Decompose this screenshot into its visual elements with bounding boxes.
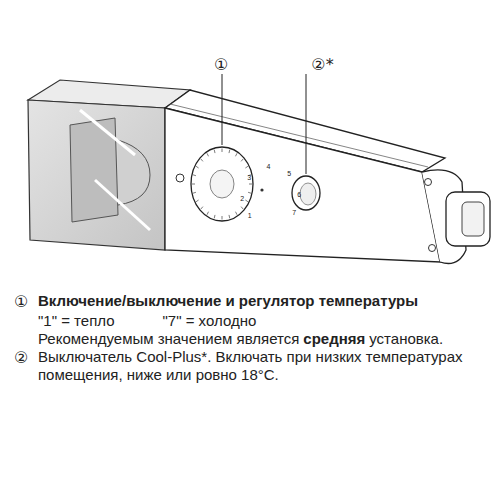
callout-number: ② (14, 348, 28, 368)
glare (80, 110, 135, 155)
cool-plus-switch (292, 176, 320, 210)
dial-number: 5 (287, 170, 291, 177)
dial-number: 3 (247, 174, 251, 181)
dial-tick (214, 215, 216, 218)
dial-tick (245, 166, 248, 168)
leader-line (222, 74, 223, 145)
dial-tick (196, 166, 199, 168)
recommendation-text: Рекомендуемым значением является (38, 330, 299, 348)
handle (446, 192, 490, 246)
switch-face (300, 183, 316, 205)
small-hole (176, 174, 184, 182)
dial-number: 2 (240, 195, 244, 202)
dial-tick (222, 149, 223, 153)
dial-tick (207, 153, 209, 156)
dial-tick (193, 192, 196, 194)
callout-number: ②* (311, 55, 333, 74)
recommendation-text: средняя (303, 330, 365, 348)
glare (95, 180, 150, 230)
setting-note: "7" = холодно (163, 312, 257, 330)
dial-tick (192, 184, 195, 185)
callout-number: ① (14, 292, 28, 312)
dial-ticks (192, 149, 252, 220)
dial-tick (201, 159, 203, 161)
dial-tick (201, 207, 203, 209)
dial-hub (210, 170, 234, 198)
dial-tick (207, 212, 209, 215)
dial-tick (222, 216, 223, 220)
dial-tick (193, 174, 196, 176)
panel-front (165, 108, 440, 262)
item-heading: Включение/выключение и регулятор темпера… (38, 292, 418, 310)
dial-tick (228, 150, 230, 153)
dial-number: 6 (297, 191, 301, 198)
screw (425, 179, 432, 186)
dial-tick (241, 207, 243, 209)
dial-number: 1 (248, 212, 252, 219)
dial-tick (228, 215, 230, 218)
dial-tick (236, 212, 238, 215)
dial-tick (196, 200, 199, 202)
screw (429, 245, 436, 252)
dial-tick (236, 153, 238, 156)
dial-tick (249, 184, 252, 185)
indicator-dot (260, 188, 263, 191)
dial-tick (214, 150, 216, 153)
dial-tick (245, 200, 248, 202)
dial-number: 4 (267, 163, 271, 170)
setting-note: "1" = тепло (38, 312, 115, 330)
recommendation-text: установка. (369, 330, 443, 348)
dial-number: 7 (292, 209, 296, 216)
leader-line (306, 74, 307, 174)
lamp-cover (28, 100, 165, 250)
dial-tick (241, 159, 243, 161)
handle-grip (462, 202, 484, 236)
lamp-bulb (118, 140, 150, 205)
callout-number: ① (214, 55, 228, 74)
dial-tick (248, 192, 251, 194)
temperature-dial (191, 147, 253, 221)
item-description: Выключатель Cool-Plus*. Включать при низ… (38, 348, 488, 385)
